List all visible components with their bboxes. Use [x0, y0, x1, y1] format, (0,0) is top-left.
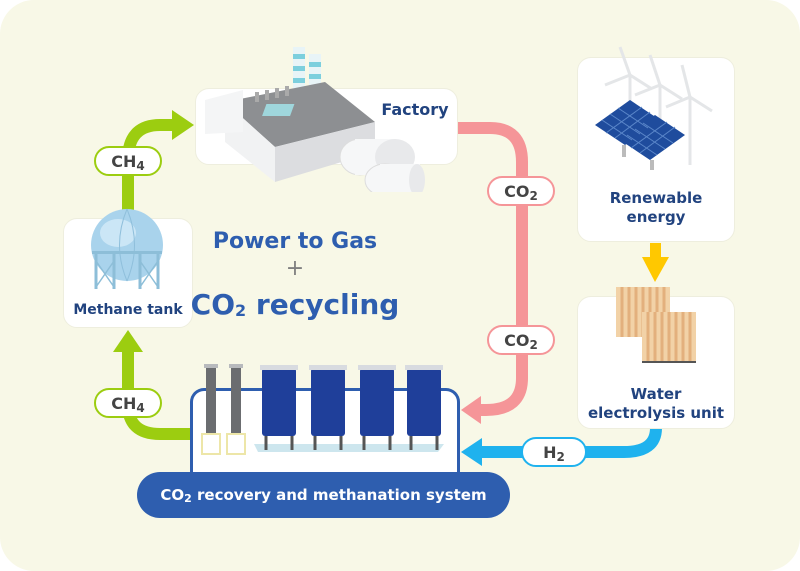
methanation-system-label: CO2 recovery and methanation system: [137, 472, 510, 518]
arrowhead-energy-to-electrolysis: [642, 257, 669, 282]
electrolyzer-icon: [616, 287, 696, 363]
renewable-label-line1: Renewable: [609, 189, 703, 207]
title-co-text: CO: [190, 288, 236, 321]
gas-pill-main: CO: [504, 331, 530, 350]
gas-pill-subscript: 2: [529, 189, 538, 203]
arrowhead-h2-to-system: [461, 438, 482, 466]
electrolysis-label-line2: electrolysis unit: [587, 404, 725, 422]
methane-tank-label: Methane tank: [73, 302, 183, 318]
arrowhead-ch4-to-factory: [172, 110, 194, 140]
system-co-text: CO: [160, 486, 185, 504]
gas-pill-h2: H2: [521, 437, 587, 467]
flow-line-co2: [456, 122, 528, 416]
diagram-title-line1: Power to Gas: [212, 229, 378, 254]
factory-label: Factory: [381, 100, 449, 119]
system-label-text: recovery and methanation system: [191, 486, 487, 504]
gas-pill-main: CO: [504, 182, 530, 201]
diagram-title-plus: +: [285, 256, 305, 281]
arrowhead-co2-to-system: [461, 396, 481, 424]
gas-pill-subscript: 4: [136, 159, 145, 173]
methanation-reactor-icon: [201, 364, 444, 455]
factory-icon: [205, 47, 425, 192]
renewable-label-line2: energy: [626, 208, 686, 226]
solar-wind-icon: [595, 46, 713, 170]
arrowhead-ch4-to-tank: [113, 330, 143, 352]
gas-pill-ch4-upper: CH4: [94, 146, 162, 176]
flow-line-h2: [478, 427, 662, 458]
system-co2-subscript: 2: [184, 492, 192, 505]
gas-pill-ch4-lower: CH4: [94, 388, 162, 418]
gas-pill-main: CH: [111, 152, 137, 171]
gas-pill-co2-lower: CO2: [487, 325, 555, 355]
diagram-title-line2: CO2 recycling: [190, 287, 400, 329]
gas-pill-subscript: 2: [529, 338, 538, 352]
electrolysis-label-line1: Water: [630, 385, 682, 403]
title-co2-subscript: 2: [235, 301, 247, 320]
gas-pill-subscript: 4: [136, 401, 145, 415]
gas-pill-main: H: [543, 443, 557, 462]
gas-pill-main: CH: [111, 394, 137, 413]
methane-tank-icon: [91, 208, 163, 289]
gas-pill-subscript: 2: [556, 450, 565, 464]
gas-pill-co2-upper: CO2: [487, 176, 555, 206]
title-recycling-text: recycling: [246, 288, 400, 321]
flow-line-energy: [650, 243, 661, 257]
